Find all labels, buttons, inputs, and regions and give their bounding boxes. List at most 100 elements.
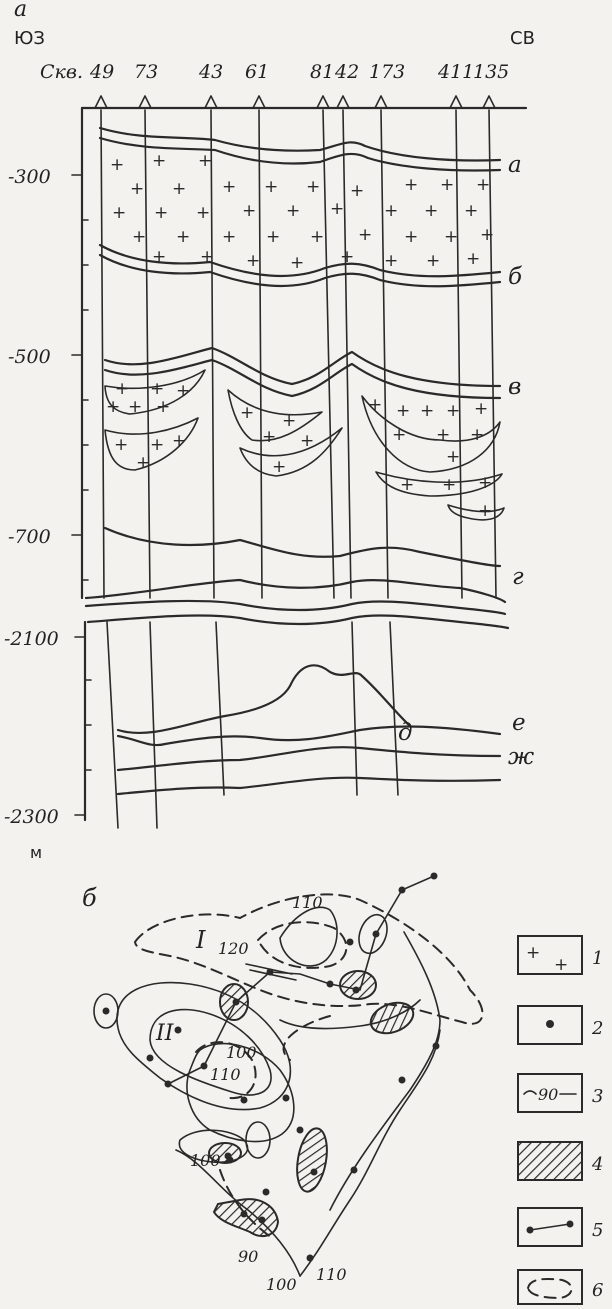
cross-section-panel: а ЮЗ СВ Скв. 49 73 43 61 81 42 173 411 1… [4, 0, 535, 862]
zone-outline [256, 921, 348, 969]
profile-line [249, 969, 297, 981]
svg-text:+: + [272, 457, 286, 477]
svg-text:+: + [130, 179, 144, 199]
legend-swatch [517, 935, 583, 975]
svg-text:+: + [420, 401, 434, 421]
svg-text:+: + [444, 227, 458, 247]
svg-text:+: + [286, 201, 300, 221]
well-number: 43 [198, 61, 223, 83]
hatched-area [369, 1001, 415, 1035]
legend-swatch [517, 1207, 583, 1247]
svg-text:+: + [172, 431, 186, 451]
svg-text:+: + [480, 225, 494, 245]
well-markers [94, 95, 496, 109]
svg-text:+: + [222, 227, 236, 247]
contour-label: 90 [238, 1247, 258, 1266]
legend: + + 1 2 90 3 4 5 6 [517, 935, 603, 1305]
southwest-label: ЮЗ [14, 28, 45, 49]
svg-text:+: + [478, 473, 492, 493]
svg-text:+: + [358, 225, 372, 245]
horizon-v-bottom [103, 358, 502, 400]
svg-text:+: + [392, 425, 406, 445]
horizon-a-bottom [98, 136, 502, 172]
well-number: 411 [437, 61, 474, 83]
svg-text:+: + [384, 201, 398, 221]
svg-text:+: + [262, 427, 276, 447]
svg-text:+: + [340, 247, 354, 267]
horizon-zh-top [116, 746, 502, 772]
well-number: 61 [245, 61, 269, 83]
lens-body [104, 369, 206, 415]
contour-line [93, 993, 119, 1029]
legend-number: 6 [592, 1280, 603, 1301]
svg-text:+: + [290, 253, 304, 273]
depth-label: -500 [8, 346, 51, 368]
svg-text:+: + [112, 203, 126, 223]
svg-text:+: + [242, 201, 256, 221]
lens-body [104, 417, 199, 471]
svg-text:+: + [404, 227, 418, 247]
contour-line [149, 1008, 272, 1096]
depth-label: -2300 [4, 806, 59, 828]
svg-text:+: + [464, 201, 478, 221]
contour-line [178, 1129, 249, 1164]
svg-text:+: + [115, 379, 129, 399]
svg-text:+: + [350, 181, 364, 201]
dashed-outline-icon [526, 1278, 573, 1300]
svg-text:+: + [266, 227, 280, 247]
svg-text:+: + [426, 251, 440, 271]
contour-icon [523, 1090, 537, 1095]
horizon-g-top [103, 526, 502, 568]
depth-label: -2100 [4, 628, 59, 650]
legend-number: 3 [592, 1086, 603, 1107]
plus-icon: + [554, 955, 568, 975]
zone-outline [133, 893, 484, 1025]
hatch-swatch [517, 1141, 583, 1181]
horizon-label: е [512, 710, 526, 736]
horizon-label: в [508, 374, 521, 400]
intrusion-pattern: +++ +++ ++ ++ ++ +++ +++ +++ ++ +++ +++ … [110, 151, 494, 273]
section-break-top [84, 599, 507, 616]
svg-text:+: + [246, 251, 260, 271]
svg-text:+: + [136, 453, 150, 473]
well-number: 73 [134, 61, 158, 83]
well-number: 173 [369, 61, 405, 83]
depth-ticks [71, 174, 92, 816]
segment-icon [529, 1223, 571, 1231]
horizon-label: г [512, 564, 524, 590]
svg-text:+: + [478, 501, 492, 521]
lens-pattern: +++ +++ +++ + +++ ++ +++++ +++ + +++ + [106, 379, 492, 521]
depth-label: -700 [8, 526, 51, 548]
horizon-a-top [98, 126, 502, 162]
well-number: 81 [310, 61, 334, 83]
profile-line [167, 875, 435, 1085]
svg-text:+: + [128, 397, 142, 417]
depth-label: -300 [8, 166, 51, 188]
svg-text:+: + [152, 247, 166, 267]
svg-text:+: + [384, 251, 398, 271]
lens-body [239, 427, 343, 477]
contour-label: 100 [226, 1043, 257, 1062]
legend-contour-value: 90 [538, 1085, 558, 1104]
svg-text:+: + [300, 431, 314, 451]
svg-text:+: + [156, 397, 170, 417]
contour-line [116, 981, 292, 1111]
svg-text:+: + [150, 435, 164, 455]
horizon-b-top [98, 243, 502, 278]
svg-text:+: + [330, 199, 344, 219]
svg-text:+: + [152, 151, 166, 171]
legend-swatch [517, 1005, 583, 1045]
svg-text:+: + [446, 447, 460, 467]
svg-text:+: + [132, 227, 146, 247]
contour-label: 110 [210, 1065, 241, 1084]
contour-label: 100 [190, 1151, 221, 1170]
svg-text:+: + [150, 379, 164, 399]
plus-icon: + [526, 943, 540, 963]
svg-text:+: + [240, 403, 254, 423]
lens-body [227, 389, 323, 442]
legend-number: 4 [591, 1154, 603, 1175]
horizon-label: а [508, 152, 522, 178]
well-number: 135 [473, 61, 509, 83]
svg-text:+: + [446, 401, 460, 421]
